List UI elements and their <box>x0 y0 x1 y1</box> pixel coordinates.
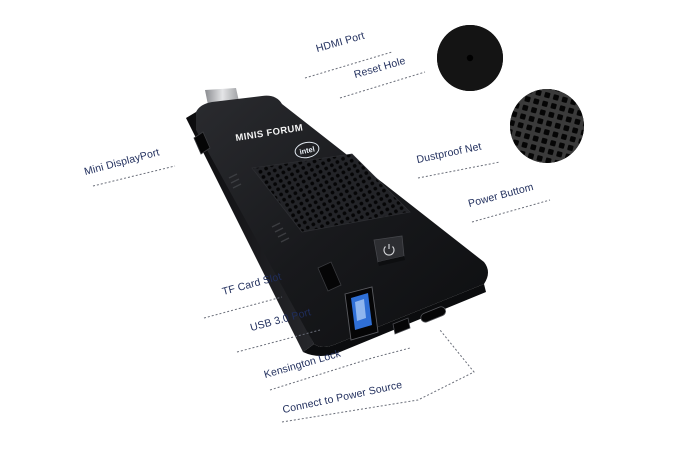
leader-lines <box>92 51 551 423</box>
dustproof-net-zoom <box>510 89 584 163</box>
device-side <box>186 112 314 352</box>
tf-card-slot <box>317 261 342 292</box>
reset-hole-zoom <box>437 25 503 91</box>
power-button[interactable] <box>373 235 405 266</box>
side-vents <box>228 173 290 243</box>
intel-badge: intel <box>294 141 320 159</box>
usb-port <box>344 286 379 341</box>
kensington-lock <box>392 317 411 335</box>
intel-badge-text: intel <box>299 144 316 156</box>
power-source-port <box>420 306 446 323</box>
power-icon <box>383 244 395 256</box>
dustproof-mesh <box>251 153 411 233</box>
mini-displayport-port <box>193 131 211 155</box>
